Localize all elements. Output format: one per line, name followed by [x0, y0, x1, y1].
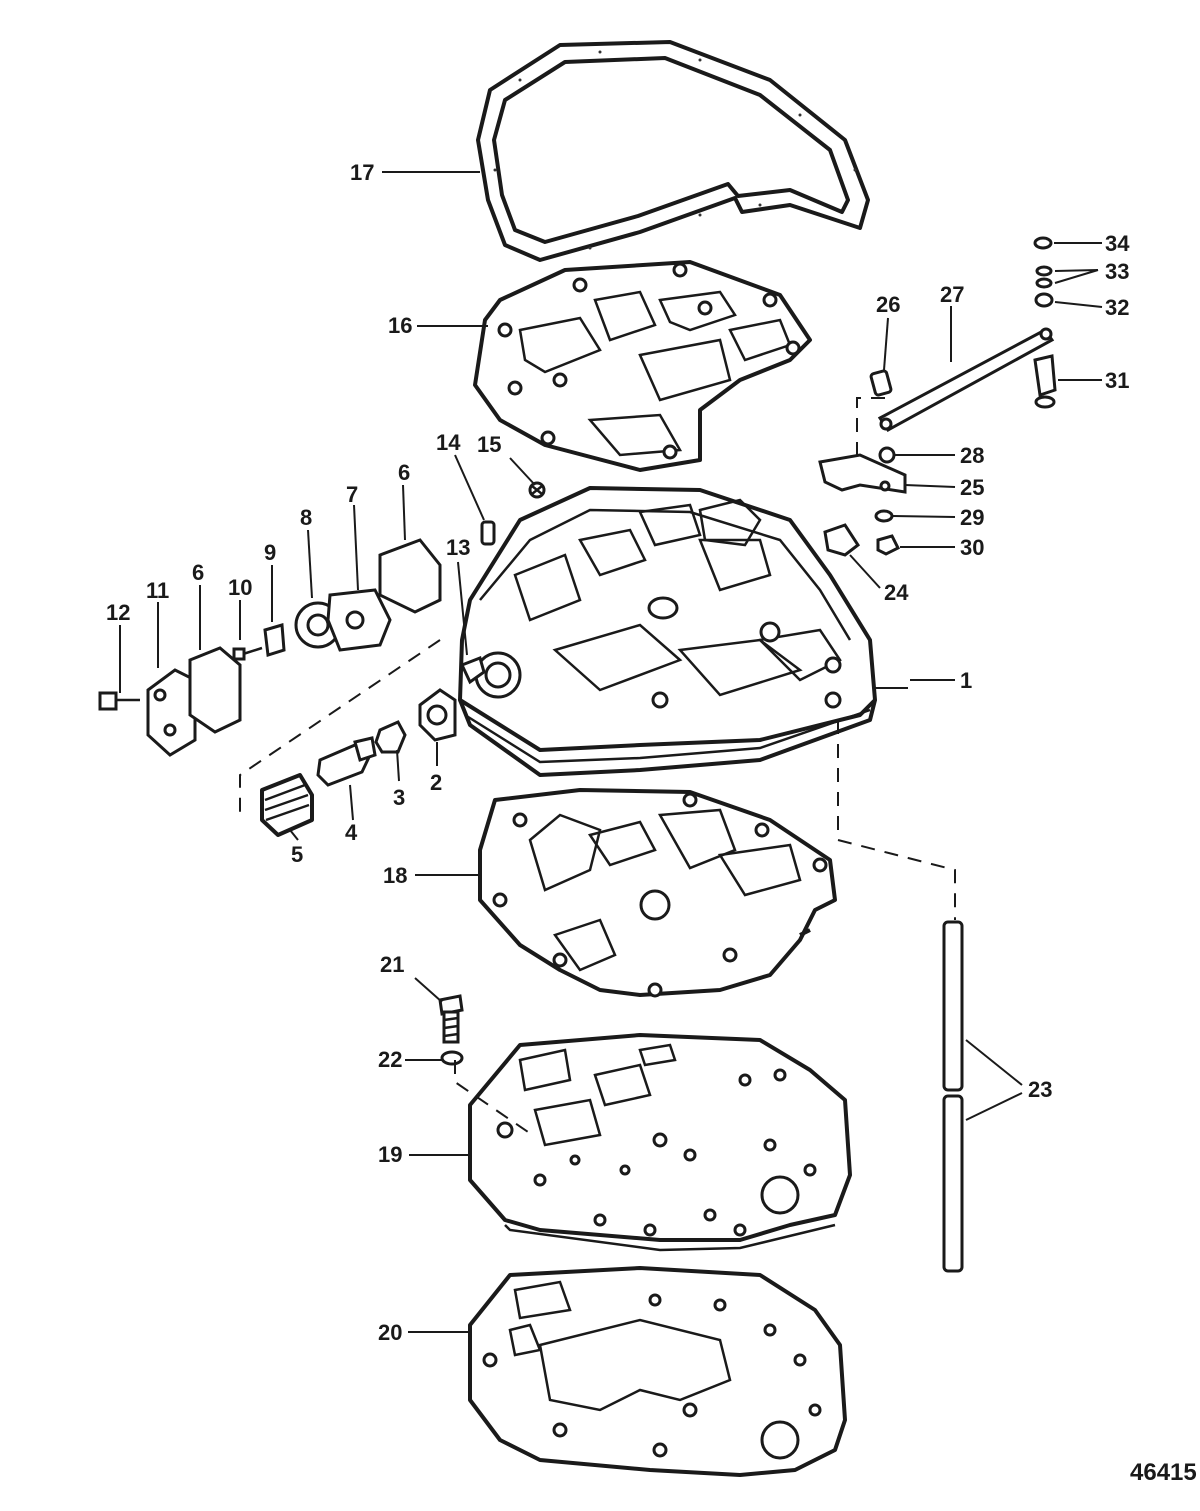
callout-23: 23: [1028, 1077, 1052, 1102]
callout-1: 1: [960, 668, 972, 693]
gasket-part-18: [478, 788, 837, 998]
dowel-pin-part-14: [480, 520, 496, 546]
callout-30: 30: [960, 535, 984, 560]
gasket-part-20: [468, 1266, 847, 1477]
callout-20: 20: [378, 1320, 402, 1345]
alignment-lines: [239, 397, 956, 1133]
callout-27: 27: [940, 282, 964, 307]
callout-6a: 6: [192, 560, 204, 585]
linkage-parts-24-34: [818, 236, 1057, 557]
callout-32: 32: [1105, 295, 1129, 320]
callout-3: 3: [393, 785, 405, 810]
separator-plate-part-19: [468, 1033, 852, 1252]
callout-19: 19: [378, 1142, 402, 1167]
cover-assembly-parts-6-12: [98, 538, 442, 757]
screw-part-15: [528, 481, 546, 499]
callout-7: 7: [346, 482, 358, 507]
lockwasher-part-22: [440, 1050, 464, 1066]
callout-34: 34: [1105, 231, 1130, 256]
callout-6b: 6: [398, 460, 410, 485]
callout-21: 21: [380, 952, 404, 977]
callout-22: 22: [378, 1047, 402, 1072]
callout-12: 12: [106, 600, 130, 625]
callout-8: 8: [300, 505, 312, 530]
callout-26: 26: [876, 292, 900, 317]
callout-28: 28: [960, 443, 984, 468]
pushrods-part-23: [942, 920, 964, 1273]
valve-housing-part-1: [458, 486, 877, 777]
callout-5: 5: [291, 842, 303, 867]
callout-29: 29: [960, 505, 984, 530]
leader-lines: [119, 171, 1103, 1333]
callout-9: 9: [264, 540, 276, 565]
callout-17: 17: [350, 160, 374, 185]
callout-25: 25: [960, 475, 984, 500]
callout-10: 10: [228, 575, 252, 600]
callout-13: 13: [446, 535, 470, 560]
seal-ring-part-17: [476, 40, 870, 262]
callout-11: 11: [146, 578, 169, 603]
callout-labels: 1 2 3 4 5 6 6 7 8 9 10 11 12 13 14 15 16…: [106, 160, 1130, 1345]
callout-33: 33: [1105, 259, 1129, 284]
callout-4: 4: [345, 820, 358, 845]
callout-14: 14: [436, 430, 461, 455]
callout-31: 31: [1105, 368, 1129, 393]
callout-2: 2: [430, 770, 442, 795]
callout-15: 15: [477, 432, 501, 457]
callout-16: 16: [388, 313, 412, 338]
callout-24: 24: [884, 580, 909, 605]
figure-number: 46415: [1130, 1459, 1197, 1486]
gasket-part-16: [473, 260, 812, 472]
bolt-part-21: [438, 994, 464, 1044]
callout-18: 18: [383, 863, 407, 888]
